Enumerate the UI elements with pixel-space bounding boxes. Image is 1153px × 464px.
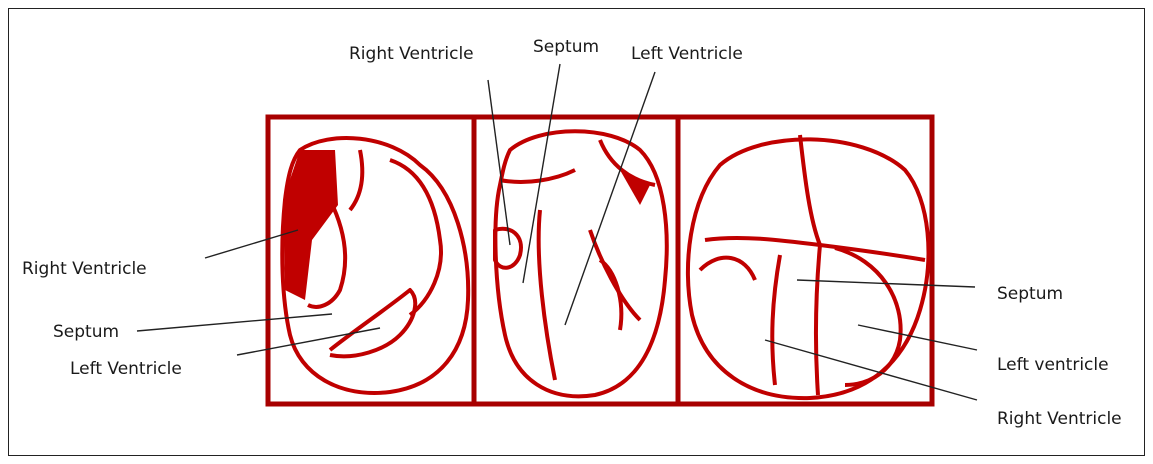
label-left-left-ventricle: Left Ventricle — [70, 359, 182, 379]
leader-right-right-ventricle — [765, 340, 977, 400]
heart-section-2 — [495, 131, 667, 396]
label-top-right-ventricle: Right Ventricle — [349, 44, 474, 64]
leader-right-left-ventricle — [858, 325, 977, 350]
atrium-fill-2 — [620, 170, 650, 205]
leader-left-septum — [137, 314, 332, 331]
label-right-right-ventricle: Right Ventricle — [997, 409, 1122, 429]
leader-left-left-ventricle — [237, 328, 380, 355]
label-left-septum: Septum — [53, 322, 119, 342]
leader-top-septum — [523, 64, 560, 283]
label-top-septum: Septum — [533, 37, 599, 57]
label-right-septum: Septum — [997, 284, 1063, 304]
heart-section-3 — [688, 135, 929, 398]
leader-lines — [137, 64, 977, 400]
label-top-left-ventricle: Left Ventricle — [631, 44, 743, 64]
label-right-left-ventricle: Left ventricle — [997, 355, 1109, 375]
label-left-right-ventricle: Right Ventricle — [22, 259, 147, 279]
